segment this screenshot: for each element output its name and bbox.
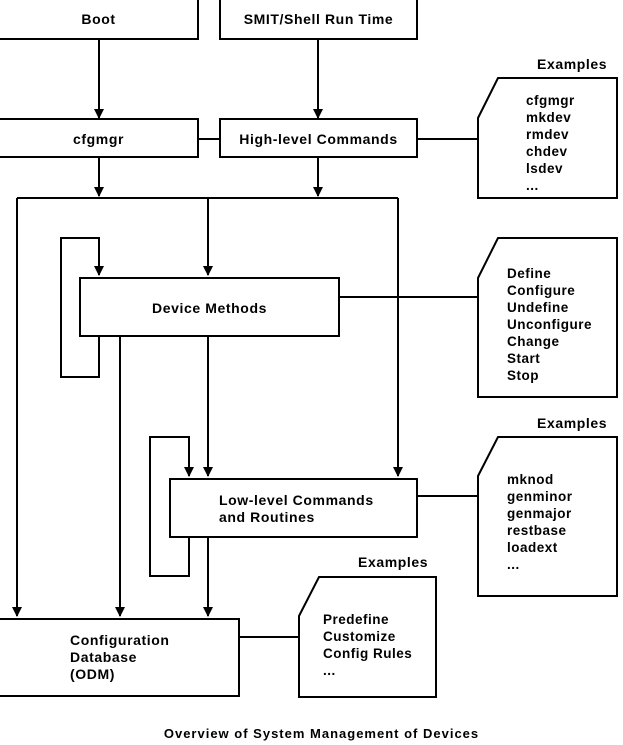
configuration-database-box: Configuration Database (ODM) bbox=[0, 618, 240, 697]
low-level-commands-box: Low-level Commands and Routines bbox=[169, 478, 418, 538]
cfgmgr-label: cfgmgr bbox=[72, 131, 125, 147]
loop-device-methods bbox=[60, 237, 104, 378]
note-lowlevel-examples bbox=[477, 436, 618, 597]
list-item: Stop bbox=[507, 368, 539, 383]
loop-lowlevel bbox=[149, 436, 194, 577]
list-item: Change bbox=[507, 334, 560, 349]
list-item: Define bbox=[507, 266, 552, 281]
list-item: restbase bbox=[507, 523, 567, 538]
list-item: Predefine bbox=[323, 612, 390, 627]
list-item: genminor bbox=[507, 489, 573, 504]
examples-heading-lowlevel: Examples bbox=[537, 415, 608, 431]
list-item: rmdev bbox=[526, 127, 570, 142]
list-item: mknod bbox=[507, 472, 554, 487]
note-highlevel-examples bbox=[477, 77, 618, 199]
boot-box: Boot bbox=[0, 0, 199, 40]
list-item: ... bbox=[507, 557, 520, 572]
list-item: genmajor bbox=[507, 506, 572, 521]
boot-label: Boot bbox=[81, 11, 116, 27]
odm-examples-list: Predefine Customize Config Rules ... bbox=[323, 611, 412, 679]
smit-label: SMIT/Shell Run Time bbox=[243, 11, 394, 27]
list-item: Undefine bbox=[507, 300, 569, 315]
high-level-examples-list: cfgmgr mkdev rmdev chdev lsdev ... bbox=[526, 92, 575, 194]
device-methods-box: Device Methods bbox=[79, 277, 340, 337]
configuration-database-label-line1: Configuration bbox=[70, 632, 170, 648]
list-item: mkdev bbox=[526, 110, 572, 125]
examples-heading-highlevel: Examples bbox=[537, 56, 608, 72]
list-item: Start bbox=[507, 351, 541, 366]
low-level-commands-label-line1: Low-level Commands bbox=[219, 492, 374, 508]
smit-box: SMIT/Shell Run Time bbox=[219, 0, 418, 40]
low-level-commands-label-line2: and Routines bbox=[219, 509, 315, 525]
note-device-method-ops bbox=[477, 237, 618, 398]
examples-heading-odm: Examples bbox=[358, 554, 429, 570]
list-item: Config Rules bbox=[323, 646, 413, 661]
high-level-commands-box: High-level Commands bbox=[219, 118, 418, 158]
note-odm-examples bbox=[298, 576, 437, 698]
list-item: ... bbox=[323, 663, 336, 678]
device-method-ops-list: Define Configure Undefine Unconfigure Ch… bbox=[507, 265, 592, 384]
cfgmgr-box: cfgmgr bbox=[0, 118, 199, 158]
list-item: loadext bbox=[507, 540, 558, 555]
high-level-commands-label: High-level Commands bbox=[239, 131, 398, 147]
low-level-examples-list: mknod genminor genmajor restbase loadext… bbox=[507, 471, 573, 573]
configuration-database-label-line2: Database bbox=[70, 649, 138, 665]
device-methods-label: Device Methods bbox=[152, 300, 267, 316]
list-item: Configure bbox=[507, 283, 576, 298]
figure-caption: Overview of System Management of Devices bbox=[163, 726, 480, 741]
list-item: chdev bbox=[526, 144, 568, 159]
list-item: ... bbox=[526, 178, 539, 193]
list-item: Unconfigure bbox=[507, 317, 592, 332]
list-item: Customize bbox=[323, 629, 396, 644]
list-item: cfgmgr bbox=[526, 93, 575, 108]
configuration-database-label-line3: (ODM) bbox=[70, 666, 115, 682]
list-item: lsdev bbox=[526, 161, 564, 176]
